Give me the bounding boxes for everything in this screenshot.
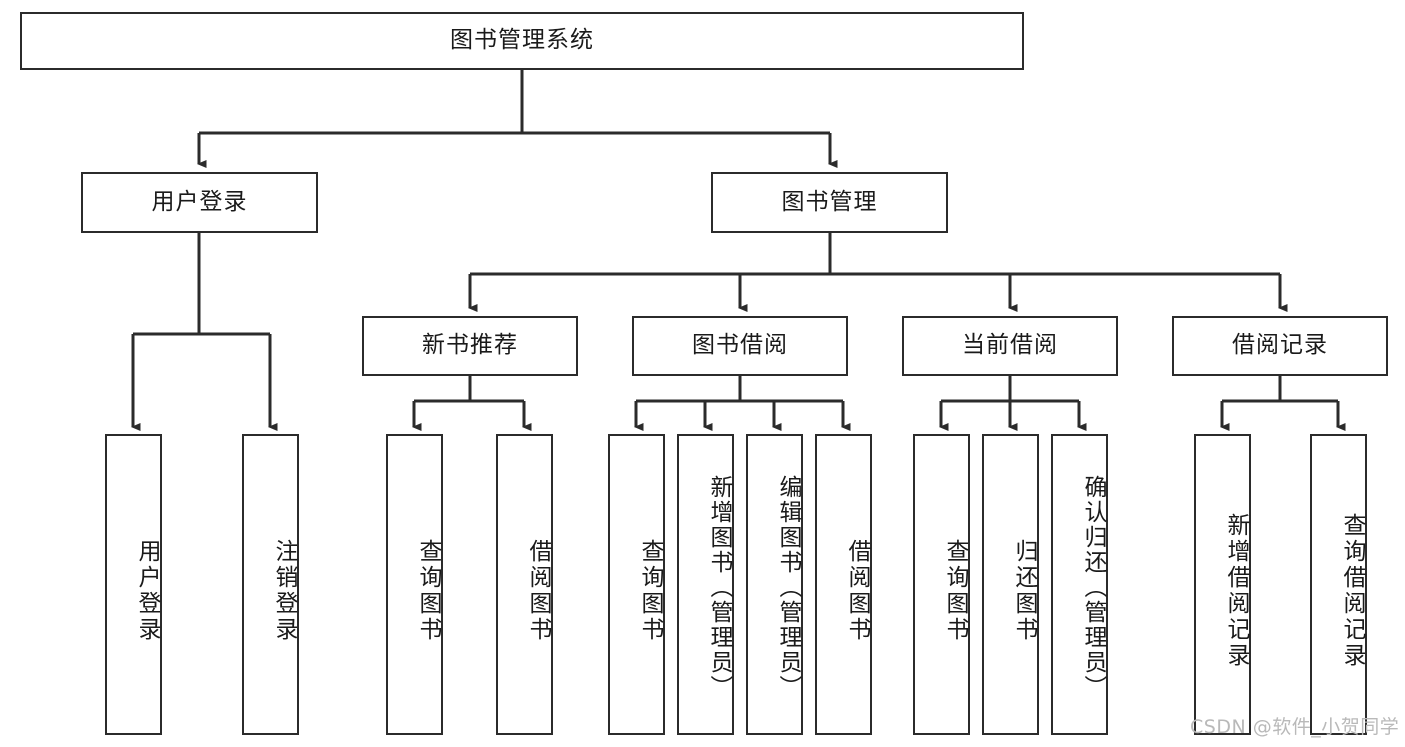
node-book-management[interactable]: 图书管理 bbox=[711, 172, 948, 233]
node-borrow-record[interactable]: 借阅记录 bbox=[1172, 316, 1388, 376]
leaf-edit-book-admin[interactable]: 编辑图书（管理员） bbox=[746, 434, 803, 735]
leaf-user-login[interactable]: 用户登录 bbox=[105, 434, 162, 735]
leaf-add-borrow-record[interactable]: 新增借阅记录 bbox=[1194, 434, 1251, 735]
node-new-book-recommend[interactable]: 新书推荐 bbox=[362, 316, 578, 376]
leaf-confirm-return-admin[interactable]: 确认归还（管理员） bbox=[1051, 434, 1108, 735]
leaf-query-book-recommend[interactable]: 查询图书 bbox=[386, 434, 443, 735]
leaf-borrow-book[interactable]: 借阅图书 bbox=[815, 434, 872, 735]
leaf-query-book-borrow[interactable]: 查询图书 bbox=[608, 434, 665, 735]
node-user-login[interactable]: 用户登录 bbox=[81, 172, 318, 233]
node-current-borrow[interactable]: 当前借阅 bbox=[902, 316, 1118, 376]
leaf-return-book[interactable]: 归还图书 bbox=[982, 434, 1039, 735]
leaf-query-borrow-record[interactable]: 查询借阅记录 bbox=[1310, 434, 1367, 735]
node-root-book-management-system[interactable]: 图书管理系统 bbox=[20, 12, 1024, 70]
node-book-borrow[interactable]: 图书借阅 bbox=[632, 316, 848, 376]
leaf-logout-login[interactable]: 注销登录 bbox=[242, 434, 299, 735]
leaf-query-book-current[interactable]: 查询图书 bbox=[913, 434, 970, 735]
leaf-borrow-book-recommend[interactable]: 借阅图书 bbox=[496, 434, 553, 735]
leaf-add-book-admin[interactable]: 新增图书（管理员） bbox=[677, 434, 734, 735]
